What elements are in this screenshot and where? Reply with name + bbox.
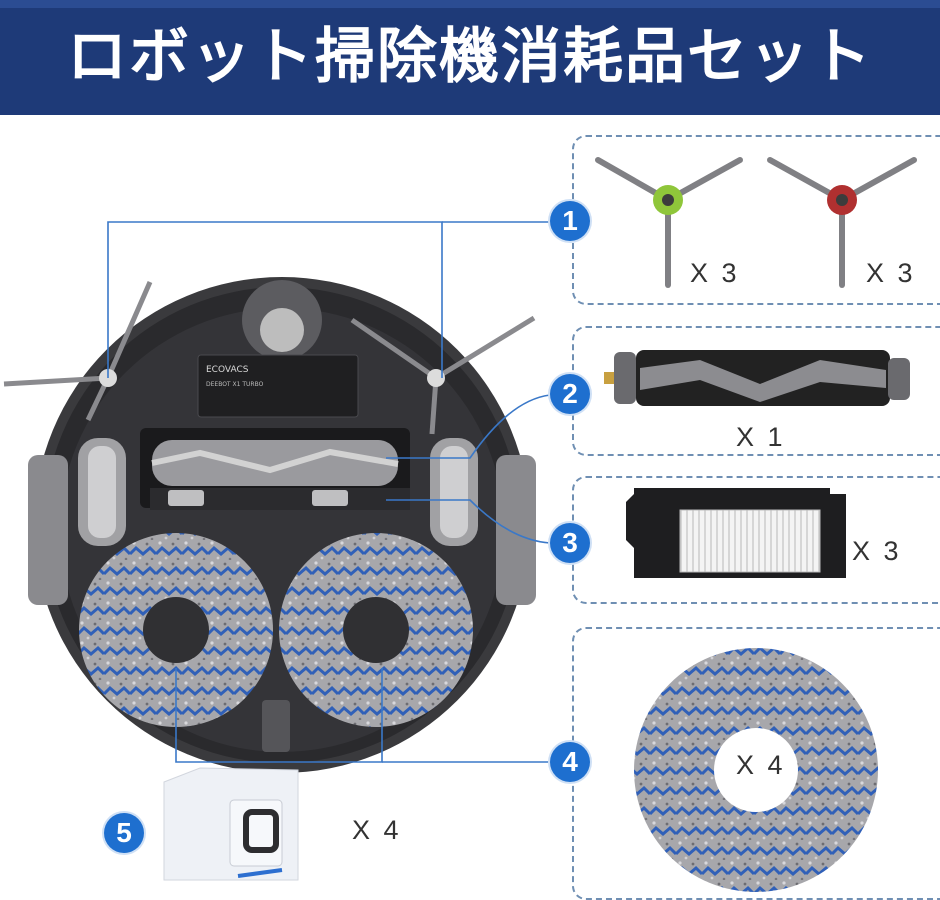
title-banner: ロボット掃除機消耗品セット	[0, 0, 940, 115]
side-brush-green-quantity: X 3	[690, 258, 740, 288]
badge-item-3: 3	[550, 523, 590, 563]
page-title: ロボット掃除機消耗品セット	[67, 22, 873, 92]
connector-lines	[107, 221, 551, 763]
robot-model-label: DEEBOT X1 TURBO	[206, 381, 264, 388]
robot-brand-label: ECOVACS	[206, 365, 249, 375]
mop-pad-quantity: X 4	[736, 750, 786, 780]
dust-bag-quantity: X 4	[352, 815, 402, 845]
badge-item-5: 5	[104, 813, 144, 853]
badge-item-2: 2	[550, 374, 590, 414]
side-brush-red-quantity: X 3	[866, 258, 916, 288]
filter-quantity: X 3	[852, 536, 902, 566]
main-brush-quantity: X 1	[736, 422, 786, 452]
side-brush-red	[767, 157, 917, 288]
hepa-filter	[626, 488, 846, 578]
side-brush-green	[595, 157, 743, 288]
dust-bag	[163, 767, 299, 881]
mop-pad	[634, 648, 878, 892]
badge-item-4: 4	[550, 742, 590, 782]
robot-vacuum-bottom-view: ECOVACS DEEBOT X1 TURBO	[3, 277, 536, 773]
badge-item-1: 1	[550, 201, 590, 241]
main-roller-brush	[604, 350, 910, 406]
banner-top-strip	[0, 0, 940, 8]
